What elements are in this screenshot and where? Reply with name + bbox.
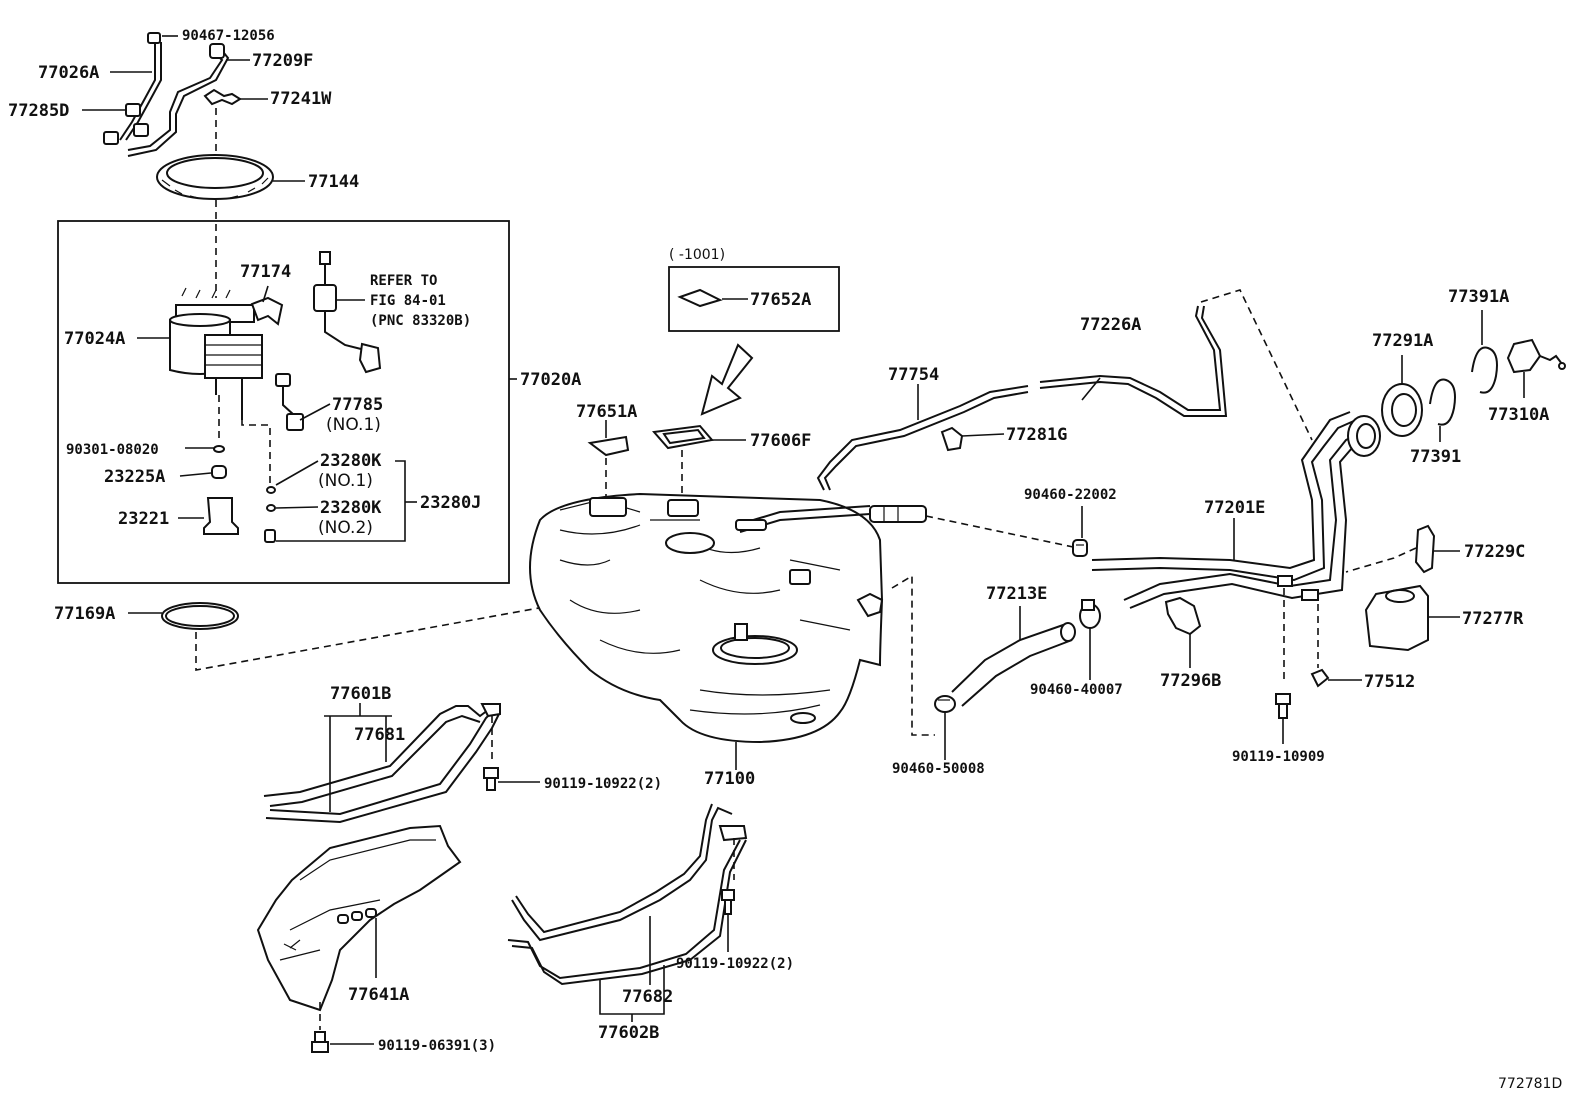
label-90119-06391: 90119-06391(3) xyxy=(378,1038,496,1054)
filler-ring-77291a xyxy=(1381,383,1423,437)
label-77209f: 77209F xyxy=(252,51,313,71)
label-77213e: 77213E xyxy=(986,584,1047,604)
inset-range: ( -1001) xyxy=(669,247,725,263)
clamp-90460-22002 xyxy=(1072,539,1088,557)
label-77285d: 77285D xyxy=(8,101,69,121)
filler-pipe-77201e xyxy=(1091,411,1381,609)
pad-77651a xyxy=(587,435,630,457)
vent-tube-77754 xyxy=(816,385,1029,491)
label-23225a: 23225A xyxy=(104,467,165,487)
hose-77213e xyxy=(951,622,1076,707)
clamp-77281g xyxy=(940,426,964,452)
label-90119-10922-a: 90119-10922(2) xyxy=(544,776,662,792)
small-parts xyxy=(203,445,276,543)
label-77174: 77174 xyxy=(240,262,291,282)
label-77310a: 77310A xyxy=(1488,405,1549,425)
note-line3: (PNC 83320B) xyxy=(370,313,471,329)
label-90467-12056: 90467-12056 xyxy=(182,28,275,44)
clip-77229c xyxy=(1414,524,1436,574)
gauge-clip-77174 xyxy=(250,296,284,326)
drawing-number: 772781D xyxy=(1498,1076,1562,1092)
clamp-90460-40007 xyxy=(1079,599,1101,629)
inset-part-77652a: 77652A xyxy=(750,290,811,310)
o-ring-77391 xyxy=(1429,378,1456,426)
fuel-pump-77024a xyxy=(169,287,263,420)
label-77651a: 77651A xyxy=(576,402,637,422)
sender-connector-harness xyxy=(313,251,382,374)
label-77281g: 77281G xyxy=(1006,425,1067,445)
vent-tube-77226a xyxy=(1039,305,1228,417)
clamp-90460-50008 xyxy=(934,695,956,713)
label-23280k-2-no: (NO.2) xyxy=(318,518,373,538)
label-90460-50008: 90460-50008 xyxy=(892,761,985,777)
label-23280k-2: 23280K xyxy=(320,498,382,518)
label-77169a: 77169A xyxy=(54,604,115,624)
label-23280k-1: 23280K xyxy=(320,451,382,471)
fuel-tank-77100 xyxy=(529,492,884,744)
label-77229c: 77229C xyxy=(1464,542,1525,562)
fuel-tube-assembly xyxy=(103,32,230,157)
label-77601b: 77601B xyxy=(330,684,391,704)
fuel-pump-assembly-box xyxy=(57,220,510,584)
part-labels: 90467-12056 77026A 77209F 77285D 77241W … xyxy=(8,28,1562,1092)
retainer-ring-77144 xyxy=(156,154,274,200)
note-line1: REFER TO xyxy=(370,273,437,289)
label-77026a: 77026A xyxy=(38,63,99,83)
bolt-90119-10922-a xyxy=(483,767,499,791)
inset-box-77652a xyxy=(668,266,840,332)
view-arrow xyxy=(700,343,754,416)
label-77241w: 77241W xyxy=(270,89,332,109)
label-77606f: 77606F xyxy=(750,431,811,451)
gasket-77169a xyxy=(161,602,239,630)
label-77682: 77682 xyxy=(622,987,673,1007)
label-77785: 77785 xyxy=(332,395,383,415)
label-77641a: 77641A xyxy=(348,985,409,1005)
label-90301-08020: 90301-08020 xyxy=(66,442,159,458)
label-77602b: 77602B xyxy=(598,1023,659,1043)
bolt-90119-10909 xyxy=(1275,693,1291,719)
label-77681: 77681 xyxy=(354,725,405,745)
cover-77277r xyxy=(1364,584,1429,652)
label-90119-10909: 90119-10909 xyxy=(1232,749,1325,765)
label-77296b: 77296B xyxy=(1160,671,1221,691)
label-77391a: 77391A xyxy=(1448,287,1509,307)
harness-77785 xyxy=(275,373,304,431)
band-77601b xyxy=(263,703,501,824)
clip-77512 xyxy=(1310,668,1330,688)
tank-filler-pipe-stub xyxy=(735,505,927,533)
label-77291a: 77291A xyxy=(1372,331,1433,351)
label-77785-no: (NO.1) xyxy=(326,415,381,435)
label-77226a: 77226A xyxy=(1080,315,1141,335)
label-77754: 77754 xyxy=(888,365,939,385)
label-23221: 23221 xyxy=(118,509,169,529)
leaders-box xyxy=(137,285,517,542)
note-line2: FIG 84-01 xyxy=(370,293,446,309)
label-90460-22002: 90460-22002 xyxy=(1024,487,1117,503)
bolt-90119-06391 xyxy=(311,1031,329,1053)
o-ring-77391a xyxy=(1471,346,1498,394)
label-77100: 77100 xyxy=(704,769,755,789)
label-77201e: 77201E xyxy=(1204,498,1265,518)
label-77144: 77144 xyxy=(308,172,359,192)
label-77277r: 77277R xyxy=(1462,609,1524,629)
label-23280k-1-no: (NO.1) xyxy=(318,471,373,491)
clamp-77296b xyxy=(1164,596,1202,636)
label-90460-40007: 90460-40007 xyxy=(1030,682,1123,698)
clip-77241w xyxy=(203,88,242,106)
label-23280j: 23280J xyxy=(420,493,481,513)
label-77391: 77391 xyxy=(1410,447,1461,467)
label-77512: 77512 xyxy=(1364,672,1415,692)
leaders-outer xyxy=(82,35,1235,560)
label-77024a: 77024A xyxy=(64,329,125,349)
label-77020a: 77020A xyxy=(520,370,581,390)
label-90119-10922-b: 90119-10922(2) xyxy=(676,956,794,972)
fuel-cap-77310a xyxy=(1506,338,1566,374)
protector-77641a xyxy=(256,824,462,1012)
